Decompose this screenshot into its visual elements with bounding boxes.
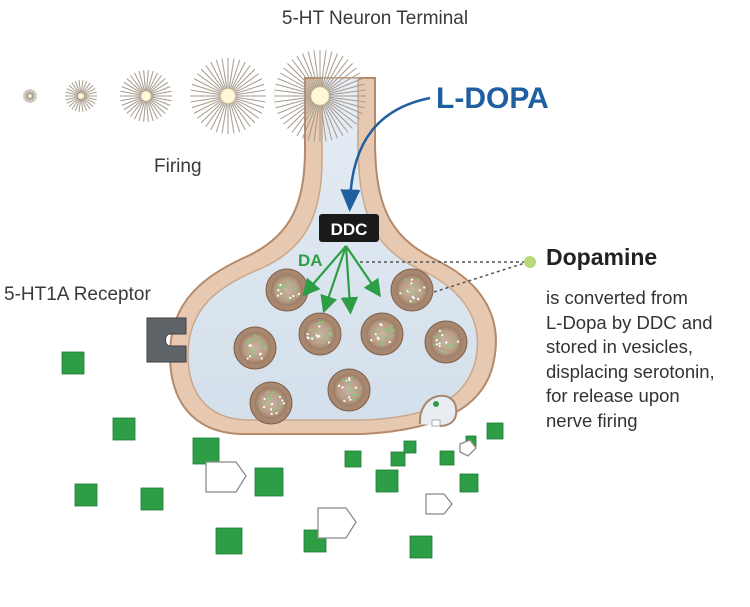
vesicle: [390, 268, 434, 312]
dopamine-description-line: displacing serotonin,: [546, 360, 715, 382]
green-square-icon: [375, 469, 399, 493]
neuron-cytoplasm: [187, 77, 479, 421]
vesicle: [360, 312, 404, 356]
green-square-icon: [439, 450, 455, 466]
green-square-icon: [390, 451, 406, 467]
da-label: DA: [298, 251, 323, 270]
page-title: 5-HT Neuron Terminal: [281, 8, 469, 29]
vesicles: [233, 268, 468, 425]
green-square-icon: [215, 527, 243, 555]
starburst-icon: [65, 80, 97, 112]
green-square-icon: [403, 440, 417, 454]
vesicle: [298, 312, 342, 356]
green-square-icon: [74, 483, 98, 507]
starburst-icon: [120, 70, 172, 122]
dopamine-description-line: stored in vesicles,: [546, 336, 694, 357]
starburst-icon: [190, 58, 266, 134]
firing-label: Firing: [154, 156, 202, 177]
receptor-icon: [146, 317, 187, 363]
ddc-label: DDC: [331, 220, 368, 239]
dopamine-description-line: for release upon: [546, 385, 680, 406]
ddc-enzyme-box: [319, 214, 379, 242]
dopamine-description-line: nerve firing: [546, 409, 638, 431]
green-square-icon: [409, 535, 433, 559]
vesicle: [327, 368, 371, 412]
green-square-icon: [459, 473, 479, 493]
vesicle: [233, 326, 277, 370]
vesicle: [265, 268, 309, 312]
receptor-label: 5-HT1A Receptor: [4, 284, 151, 305]
dopamine-title: Dopamine: [546, 244, 658, 270]
vesicle: [249, 381, 293, 425]
da-arrows: [302, 245, 381, 315]
dopamine-description-line: is converted from: [546, 287, 688, 308]
green-square-icon: [344, 450, 362, 468]
firing-sequence: [23, 50, 366, 142]
green-square-icon: [486, 422, 504, 440]
dopamine-description: is converted from L-Dopa by DDC and stor…: [546, 286, 750, 433]
starburst-icon: [23, 89, 37, 103]
vesicle: [424, 320, 468, 364]
dopamine-pointer: [360, 256, 536, 293]
starburst-icon: [274, 50, 366, 142]
dopamine-description-line: L-Dopa by DDC and: [546, 311, 713, 333]
green-square-icon: [140, 487, 164, 511]
serotonin-molecules: [205, 439, 477, 539]
green-square-icon: [192, 437, 220, 465]
green-square-icon: [254, 467, 284, 497]
ldopa-arrow: [340, 96, 431, 212]
released-molecules: [61, 351, 504, 559]
green-square-icon: [112, 417, 136, 441]
green-square-icon: [61, 351, 85, 375]
ldopa-label: L-DOPA: [436, 82, 549, 115]
release-vesicle: [418, 394, 458, 427]
